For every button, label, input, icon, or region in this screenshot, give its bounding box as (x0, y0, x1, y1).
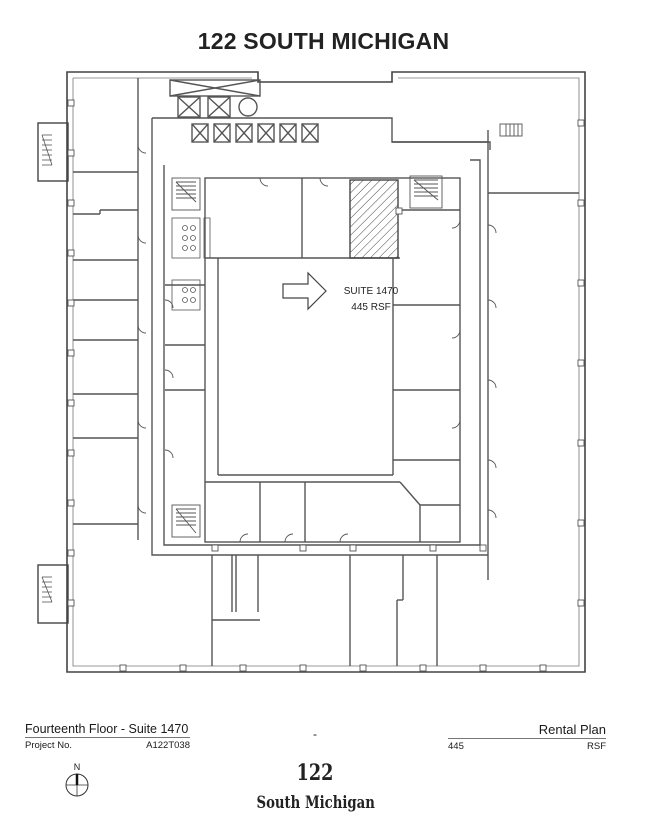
restroom-fixture-icon (171, 217, 211, 311)
doors (137, 144, 497, 543)
plan-type-label: Rental Plan (448, 722, 606, 739)
bottom-offices (211, 555, 438, 666)
title-block-right: Rental Plan 445 RSF (448, 722, 606, 752)
project-number-value: A122T038 (146, 740, 190, 751)
page-title: 122 SOUTH MICHIGAN (197, 28, 450, 54)
stair-icon (171, 123, 523, 538)
north-arrow: N (64, 762, 90, 798)
north-label: N (73, 762, 81, 772)
area-value: 445 (448, 741, 464, 752)
brand-logo: 122 South Michigan (240, 760, 390, 814)
compass-icon (65, 773, 89, 797)
brand-name: South Michigan (256, 793, 375, 813)
elevator-bank (169, 79, 319, 143)
floor-plan (37, 71, 586, 673)
title-block-left: Fourteenth Floor - Suite 1470 Project No… (25, 722, 190, 751)
floor-suite-label: Fourteenth Floor - Suite 1470 (25, 722, 190, 738)
brand-number: 122 (296, 760, 334, 786)
stair-icon (37, 122, 69, 624)
inner-core (165, 177, 461, 543)
separator: - (313, 727, 317, 741)
corridor-ring (151, 117, 491, 556)
suite-area: 445 RSF (351, 302, 391, 313)
columns (67, 99, 585, 672)
area-unit: RSF (587, 741, 606, 752)
left-offices (73, 78, 139, 540)
suite-name: SUITE 1470 (343, 286, 399, 297)
suite-label: SUITE 1470 445 RSF (335, 284, 407, 316)
project-number-label: Project No. (25, 740, 72, 751)
building-outline (66, 71, 586, 673)
elevator-icon (191, 123, 319, 143)
arrow-right-icon (282, 271, 327, 311)
